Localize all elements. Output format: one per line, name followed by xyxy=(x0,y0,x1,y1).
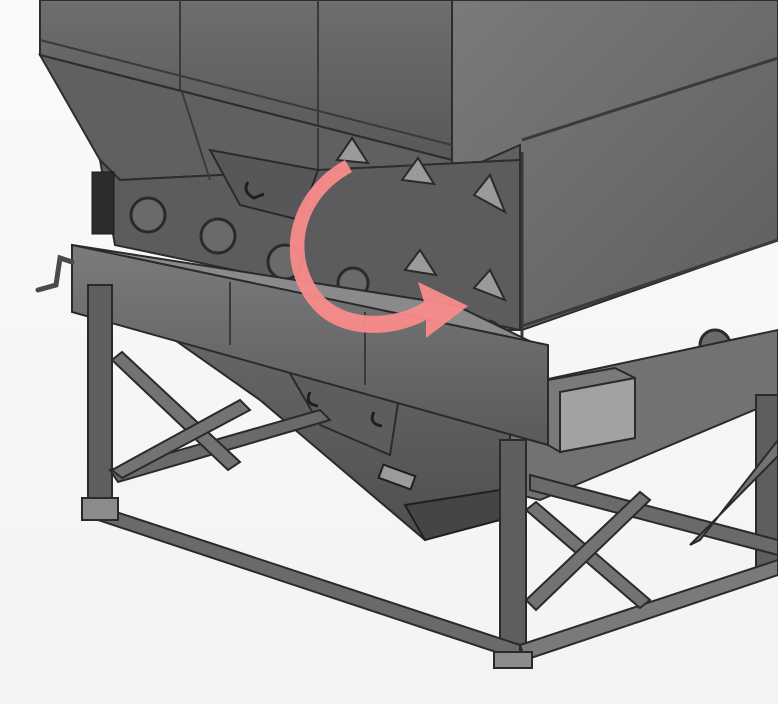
cross-brace xyxy=(524,490,652,612)
side-bracket xyxy=(91,171,115,235)
bin-seam xyxy=(521,238,778,328)
cross-brace xyxy=(689,438,778,546)
cross-brace xyxy=(110,398,252,480)
hatch-handle-icon xyxy=(306,391,319,408)
bin-seam xyxy=(521,56,778,142)
conveyor-beam xyxy=(35,243,636,454)
gearbox-face xyxy=(559,376,636,454)
support-frame xyxy=(81,284,778,669)
rotation-arrow-icon xyxy=(289,160,468,338)
frame-rail xyxy=(529,473,778,557)
leg-foot xyxy=(493,651,533,669)
frame-leg xyxy=(499,439,527,661)
bin-seam xyxy=(181,91,211,181)
bin-seam xyxy=(39,39,453,146)
upper-bin xyxy=(37,0,778,390)
vent-grill xyxy=(377,463,417,491)
hand-crank-icon xyxy=(35,254,75,293)
hatch-handle-icon xyxy=(370,411,383,428)
frame-leg xyxy=(87,284,113,501)
hatch-handle-icon xyxy=(244,181,265,200)
triangle-vents xyxy=(335,136,508,302)
leg-foot xyxy=(81,497,119,521)
